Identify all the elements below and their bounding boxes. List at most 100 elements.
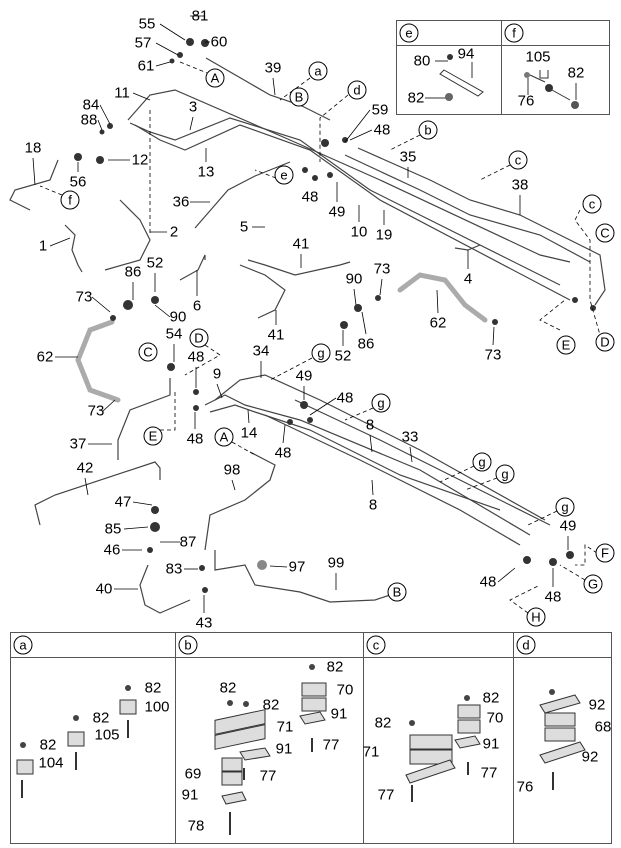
- part-callout-1: 1: [38, 237, 48, 255]
- panel-c-callout-77: 77: [377, 786, 395, 804]
- part-callout-86: 86: [357, 335, 375, 353]
- pipe-18: [9, 159, 59, 211]
- panel-a-callout-82: 82: [144, 679, 162, 697]
- ref-line-b: [389, 134, 421, 151]
- part-callout-33: 33: [401, 428, 419, 446]
- panel-c-callout-91: 91: [482, 735, 500, 753]
- panel-e-callout-94: 94: [457, 45, 475, 63]
- pipe-33: [294, 399, 551, 526]
- panel-c-callout-82: 82: [374, 714, 392, 732]
- part-callout-52: 52: [146, 254, 164, 272]
- reference-circle-H: H: [526, 607, 546, 627]
- part-callout-6: 6: [192, 297, 202, 315]
- part-callout-90: 90: [169, 308, 187, 326]
- part-callout-48: 48: [336, 389, 354, 407]
- part-callout-48: 48: [544, 588, 562, 606]
- panel-key-d: d: [516, 635, 536, 655]
- ref-line-D-left: [184, 344, 221, 376]
- panel-c-callout-82: 82: [482, 689, 500, 707]
- panel-a-callout-100: 100: [144, 698, 170, 716]
- detail-panel-d: d: [513, 632, 612, 844]
- part-callout-49: 49: [328, 203, 346, 221]
- reference-circle-e: e: [274, 165, 294, 185]
- part-callout-99: 99: [327, 554, 345, 572]
- part-callout-14: 14: [240, 424, 258, 442]
- part-callout-10: 10: [350, 223, 368, 241]
- pipe-98: [204, 451, 276, 551]
- ref-line-d: [319, 94, 349, 162]
- part-callout-61: 61: [137, 57, 155, 75]
- part-callout-88: 88: [80, 111, 98, 129]
- ref-line-E: [539, 299, 566, 331]
- part-callout-34: 34: [252, 342, 270, 360]
- panel-c-callout-77: 77: [480, 764, 498, 782]
- part-callout-90: 90: [345, 270, 363, 288]
- reference-circle-d: d: [347, 80, 367, 100]
- part-callout-62: 62: [429, 314, 447, 332]
- detail-panel-c-header: c: [364, 633, 513, 658]
- part-callout-48: 48: [301, 188, 319, 206]
- part-callout-57: 57: [134, 34, 152, 52]
- pipe-41a: [247, 259, 351, 276]
- part-callout-48: 48: [187, 348, 205, 366]
- part-callout-11: 11: [114, 84, 130, 102]
- reference-circle-C: C: [595, 223, 615, 243]
- panel-d-callout-76: 76: [516, 778, 534, 796]
- part-callout-52: 52: [334, 347, 352, 365]
- part-callout-87: 87: [179, 533, 197, 551]
- part-callout-73: 73: [75, 288, 93, 306]
- panel-b-callout-91: 91: [330, 705, 348, 723]
- panel-d-callout-92: 92: [588, 696, 606, 714]
- ref-line-C-D: [574, 209, 601, 336]
- reference-circle-D: D: [189, 328, 209, 348]
- part-callout-55: 55: [138, 15, 156, 33]
- pipe-42: [34, 461, 161, 526]
- part-callout-18: 18: [24, 139, 42, 157]
- part-callout-5: 5: [239, 218, 249, 236]
- part-callout-3: 3: [188, 98, 198, 116]
- panel-b-callout-78: 78: [187, 817, 205, 835]
- part-callout-86: 86: [124, 263, 142, 281]
- pipe-37: [117, 378, 171, 460]
- part-callout-8: 8: [368, 496, 378, 514]
- part-callout-85: 85: [104, 520, 122, 538]
- pipe-36: [194, 161, 291, 229]
- part-callout-48: 48: [479, 573, 497, 591]
- pipe-11: [127, 89, 571, 263]
- panel-d-callout-68: 68: [594, 718, 612, 736]
- ref-line-a: [279, 77, 311, 101]
- part-callout-48: 48: [186, 430, 204, 448]
- reference-circle-g: g: [555, 497, 575, 517]
- part-callout-4: 4: [463, 270, 473, 288]
- part-callout-49: 49: [559, 517, 577, 535]
- reference-circle-g: g: [371, 393, 391, 413]
- part-callout-81: 81: [191, 7, 209, 25]
- panel-b-callout-82: 82: [219, 679, 237, 697]
- pipe-40: [139, 564, 191, 614]
- part-callout-41: 41: [267, 326, 285, 344]
- pipe-8: [264, 414, 521, 546]
- pipe-13: [134, 124, 571, 301]
- ref-line-A2: [231, 441, 256, 456]
- panel-b-callout-91: 91: [275, 740, 293, 758]
- panel-b-callout-82: 82: [262, 696, 280, 714]
- part-callout-73: 73: [484, 346, 502, 364]
- part-callout-62: 62: [36, 348, 54, 366]
- panel-f-callout-76: 76: [517, 92, 535, 110]
- panel-e-callout-82: 82: [407, 89, 425, 107]
- detail-panel-b-header: b: [176, 633, 363, 658]
- part-callout-37: 37: [69, 435, 87, 453]
- hose-62-left: [75, 319, 121, 403]
- part-callout-48: 48: [274, 444, 292, 462]
- panel-d-callout-92: 92: [581, 748, 599, 766]
- panel-a-callout-105: 105: [94, 726, 120, 744]
- panel-b-callout-70: 70: [336, 681, 354, 699]
- panel-c-callout-70: 70: [486, 709, 504, 727]
- part-callout-35: 35: [399, 148, 417, 166]
- reference-circle-b: b: [418, 120, 438, 140]
- panel-a-callout-82: 82: [92, 709, 110, 727]
- ref-line-g4: [464, 477, 498, 491]
